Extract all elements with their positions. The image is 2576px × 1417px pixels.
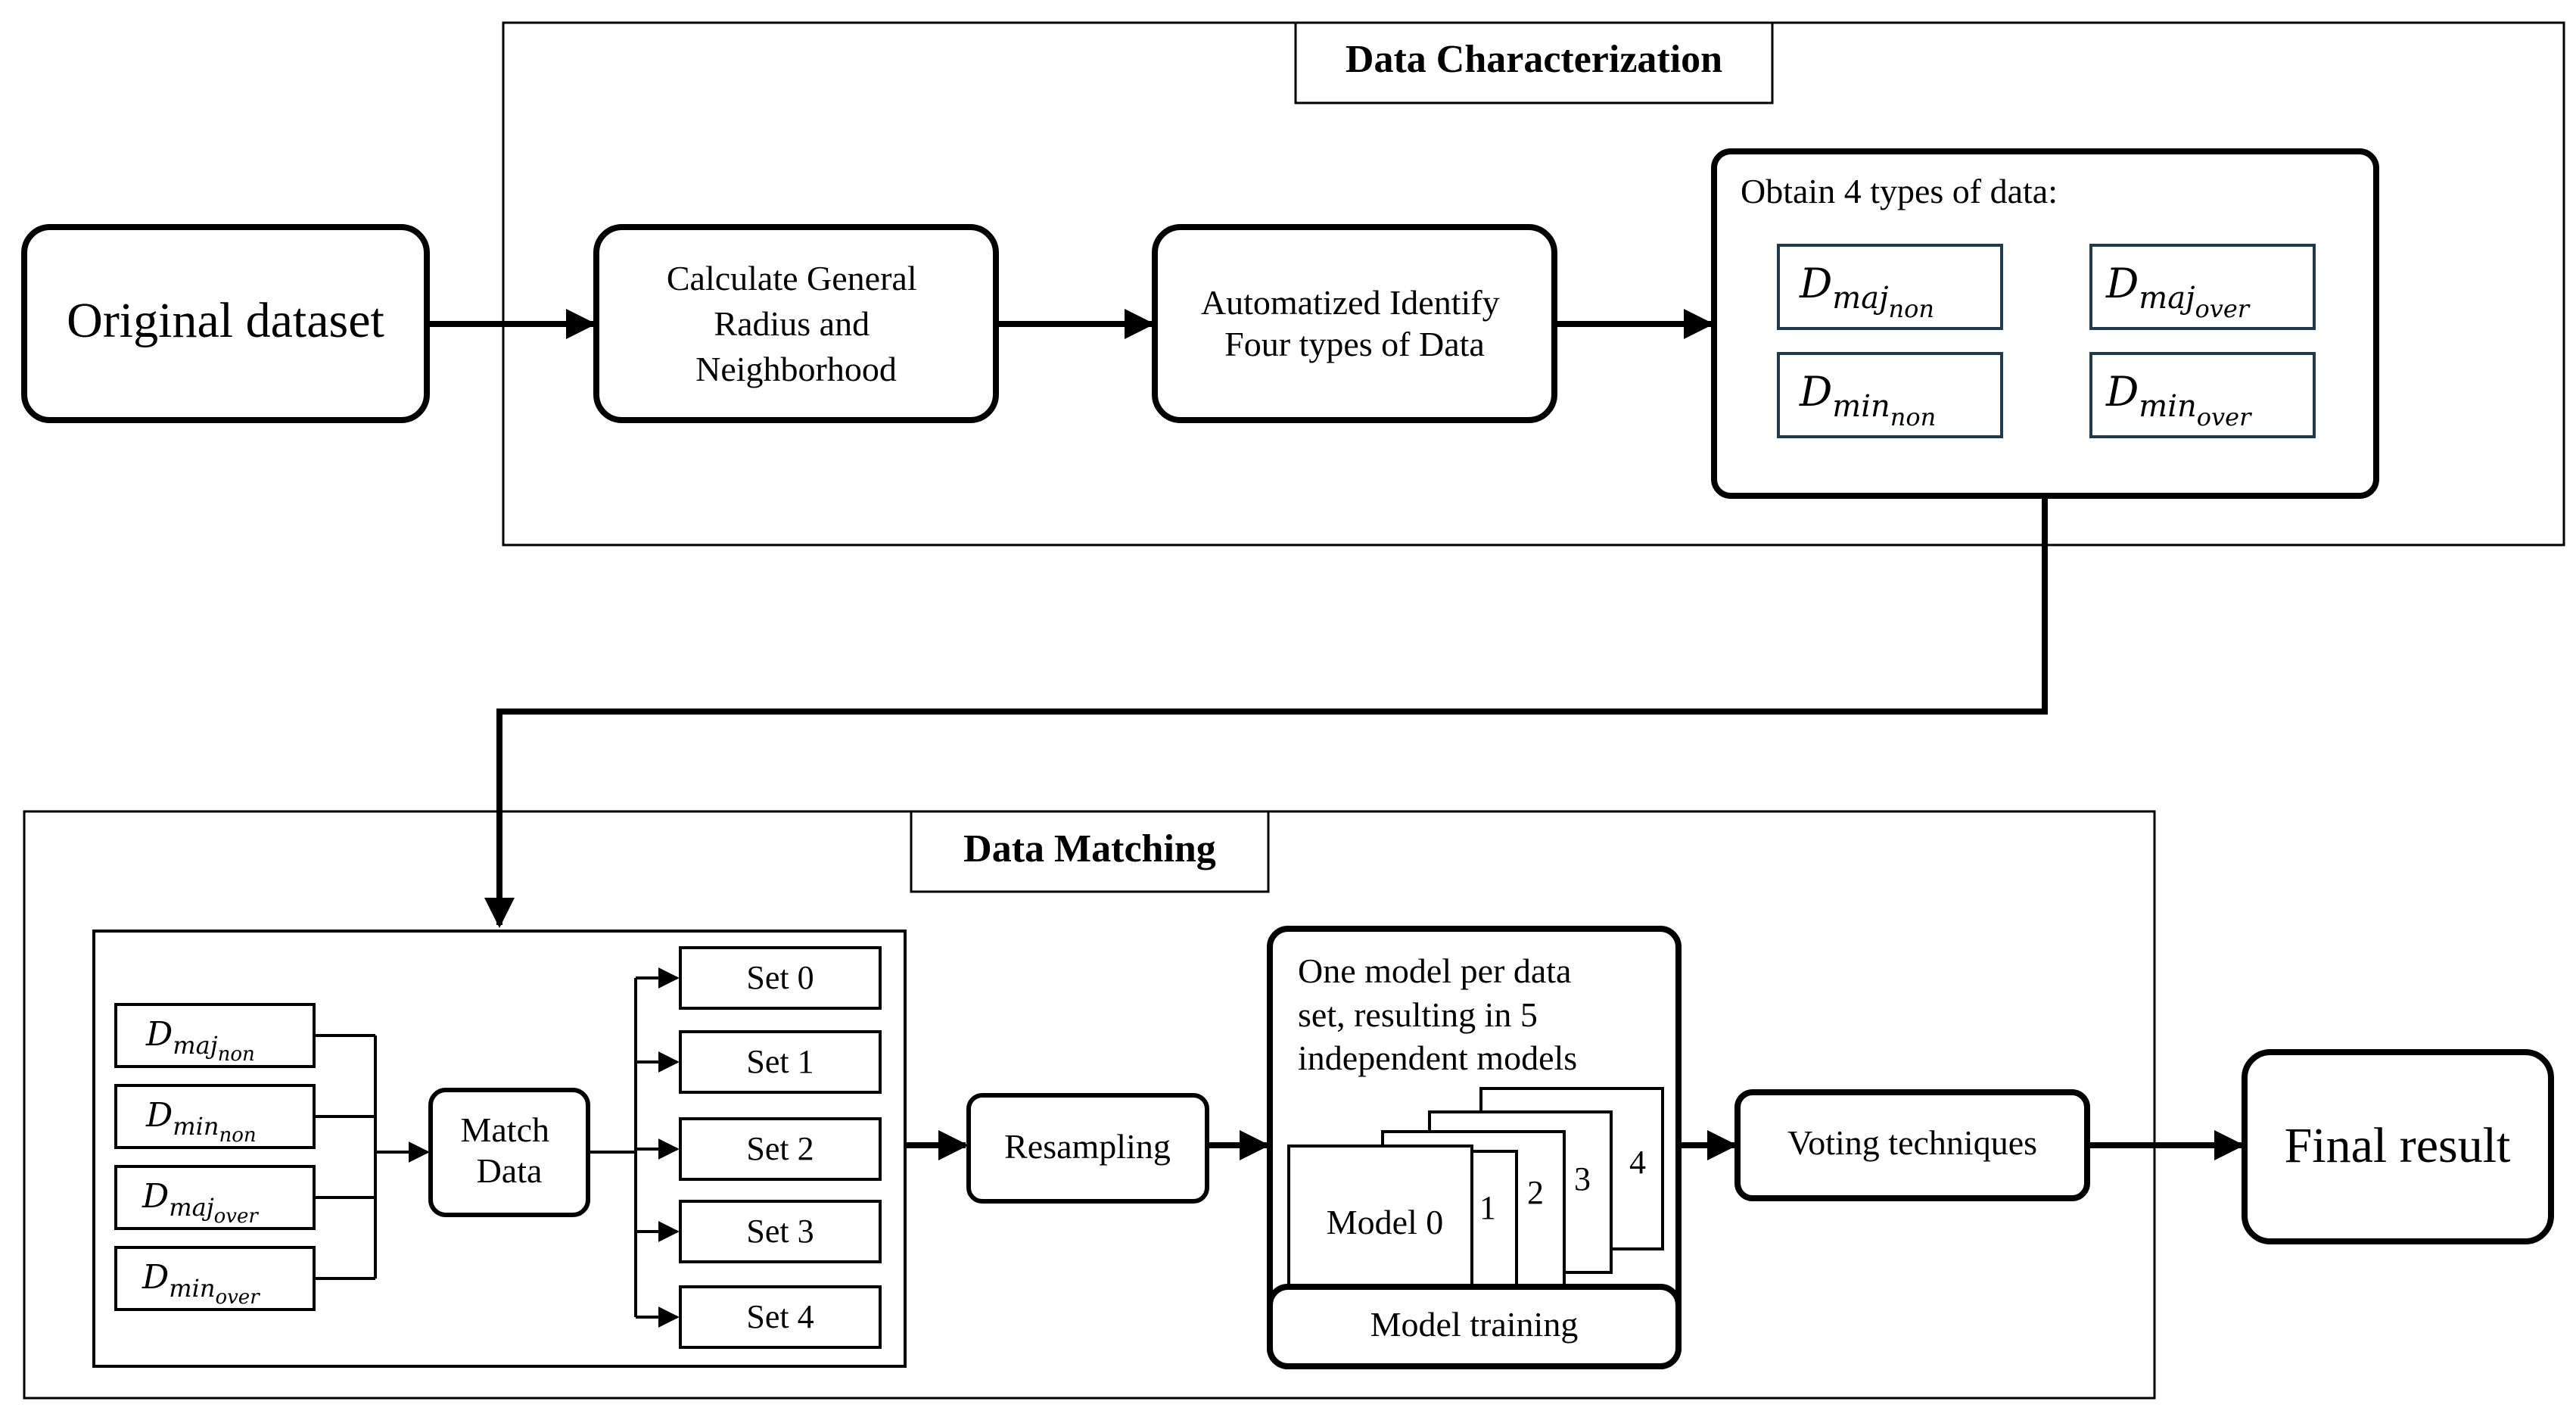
final-result-box [2242, 1049, 2554, 1244]
set-3-label: Set 3 [746, 1213, 814, 1250]
data-type-min-non-label: Dminnon [1799, 368, 1936, 431]
set-4-label: Set 4 [746, 1298, 814, 1335]
calculate-radius-line-3: Neighborhood [695, 350, 897, 388]
resampling-label: Resampling [1004, 1127, 1171, 1166]
set-0-box [679, 946, 882, 1010]
data-type-maj-non-label: Dmajnon [1799, 260, 1934, 323]
model-0-card [1287, 1144, 1473, 1302]
model-1-label: 1 [1479, 1189, 1496, 1226]
data-characterization-title-box [1294, 21, 1774, 104]
model-3-label: 3 [1574, 1160, 1591, 1197]
match-input-min-over-box [114, 1246, 316, 1311]
set-2-box [679, 1117, 882, 1181]
match-input-min-non-box [114, 1084, 316, 1149]
matching-inner-frame [92, 930, 907, 1368]
set-4-box [679, 1285, 882, 1349]
model-4-label: 4 [1629, 1144, 1646, 1181]
match-input-min-non-label: Dminnon [145, 1096, 257, 1147]
identify-types-line-1: Automatized Identify [1201, 283, 1500, 322]
original-dataset-label: Original dataset [67, 293, 384, 348]
data-type-min-non-box [1777, 352, 2003, 438]
model-training-label: Model training [1370, 1305, 1579, 1344]
data-type-maj-over-box [2089, 244, 2316, 330]
model-2-label: 2 [1527, 1174, 1544, 1211]
match-data-line-2: Data [477, 1151, 543, 1190]
inputs-bracket [314, 1034, 377, 1280]
identify-types-label: Automatized Identify Four types of Data [1201, 283, 1508, 363]
calculate-radius-label: Calculate General Radius and Neighborhoo… [667, 259, 926, 388]
match-data-line-1: Match [460, 1110, 549, 1149]
models-caption-line-3: independent models [1298, 1039, 1577, 1077]
data-type-maj-non-box [1777, 244, 2003, 330]
calculate-radius-line-1: Calculate General [667, 259, 917, 297]
four-types-caption: Obtain 4 types of data: [1741, 172, 2058, 210]
sets-bracket [588, 978, 637, 1317]
match-input-maj-non-label: Dmajnon [145, 1015, 255, 1066]
data-characterization-title: Data Characterization [1346, 38, 1722, 81]
match-input-maj-non-box [114, 1003, 316, 1068]
match-data-label: Match Data [460, 1110, 558, 1190]
data-type-min-over-label: Dminover [2105, 368, 2252, 431]
set-1-box [679, 1030, 882, 1094]
models-caption: One model per data set, resulting in 5 i… [1298, 951, 1580, 1077]
models-caption-line-1: One model per data [1298, 951, 1571, 990]
data-type-maj-over-label: Dmajover [2105, 260, 2251, 323]
data-matching-title-box [910, 810, 1270, 893]
data-matching-title: Data Matching [963, 827, 1216, 870]
identify-types-box [1152, 224, 1557, 423]
set-3-box [679, 1200, 882, 1263]
set-0-label: Set 0 [746, 959, 814, 996]
match-input-min-over-label: Dminover [142, 1258, 260, 1309]
models-caption-line-2: set, resulting in 5 [1298, 995, 1538, 1034]
model-0-label: Model 0 [1327, 1203, 1444, 1241]
connector-characterization-to-matching [484, 496, 2048, 928]
final-result-label: Final result [2285, 1118, 2511, 1173]
model-training-box [1267, 1284, 1682, 1369]
voting-label: Voting techniques [1787, 1123, 2037, 1162]
calculate-radius-line-2: Radius and [714, 304, 870, 343]
set-2-label: Set 2 [746, 1130, 814, 1167]
identify-types-line-2: Four types of Data [1224, 325, 1485, 363]
match-input-maj-over-label: Dmajover [142, 1177, 259, 1228]
data-type-min-over-box [2089, 352, 2316, 438]
set-1-label: Set 1 [746, 1043, 814, 1080]
